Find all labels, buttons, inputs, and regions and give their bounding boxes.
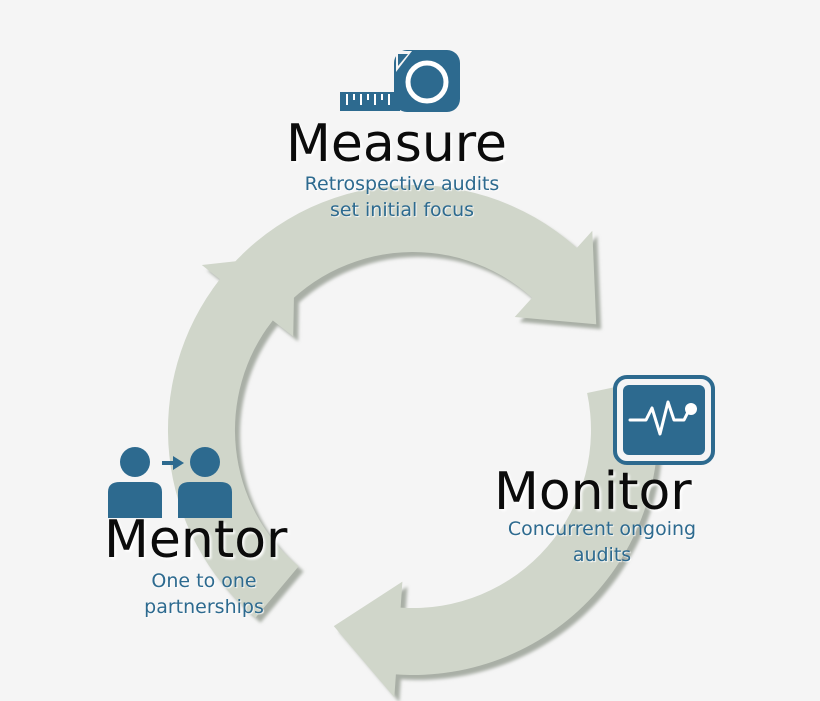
mentor-subtitle-line-1: One to one bbox=[151, 570, 257, 592]
monitor-subtitle-line-1: Concurrent ongoing bbox=[507, 518, 697, 540]
arrow-mentor-to-measure bbox=[167, 254, 299, 618]
heart-monitor-icon bbox=[613, 375, 715, 465]
measure-subtitle-line-1: Retrospective audits bbox=[304, 173, 500, 195]
mentor-people-icon bbox=[108, 447, 232, 518]
tape-measure-icon bbox=[340, 50, 460, 112]
monitor-subtitle: Concurrent ongoing audits bbox=[472, 516, 732, 568]
measure-title: Measure bbox=[286, 114, 507, 174]
mentor-subtitle: One to one partnerships bbox=[104, 568, 304, 620]
arrow-monitor-to-mentor bbox=[333, 379, 658, 698]
measure-subtitle-line-2: set initial focus bbox=[329, 199, 475, 221]
arrow-measure-to-monitor bbox=[212, 185, 597, 328]
monitor-subtitle-line-2: audits bbox=[572, 544, 632, 566]
mentor-subtitle-line-2: partnerships bbox=[144, 596, 264, 618]
mentor-title: Mentor bbox=[104, 510, 288, 570]
measure-subtitle: Retrospective audits set initial focus bbox=[252, 171, 552, 223]
monitor-title: Monitor bbox=[494, 462, 692, 522]
